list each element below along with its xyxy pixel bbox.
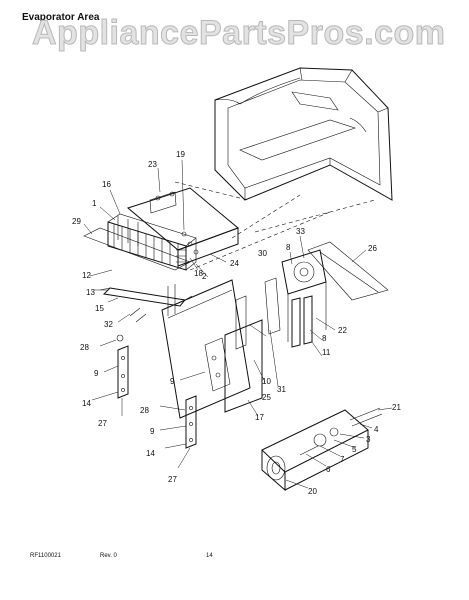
callout-2: 2 (202, 272, 207, 281)
drain-trough (83, 227, 191, 271)
callout-26: 26 (368, 244, 377, 253)
callout-9b: 9 (170, 377, 175, 386)
footer-rev: Rev. 0 (100, 553, 118, 559)
evaporator-coil (107, 213, 197, 271)
side-bracket-lower (185, 395, 197, 449)
callout-13: 13 (86, 288, 95, 297)
callout-22: 22 (338, 326, 347, 335)
callout-32: 32 (104, 320, 113, 329)
callout-19: 19 (176, 150, 185, 159)
small-hardware (116, 231, 199, 342)
callout-3: 3 (366, 435, 371, 444)
callout-23: 23 (148, 160, 157, 169)
callout-7: 7 (340, 455, 345, 464)
callout-33: 33 (296, 227, 305, 236)
callout-14b: 14 (146, 449, 155, 458)
callout-25: 25 (262, 393, 271, 402)
callout-18: 18 (194, 269, 203, 278)
footer: RF1100021 Rev. 0 14 (30, 553, 213, 559)
callout-30: 30 (258, 249, 267, 258)
callout-10: 10 (262, 377, 271, 386)
callout-4: 4 (374, 425, 379, 434)
callout-8b: 8 (322, 334, 327, 343)
watermark: AppliancePartsPros.com (32, 14, 445, 52)
evaporator-back-panel (161, 279, 251, 419)
callout-leaders (83, 159, 393, 489)
callout-14a: 14 (82, 399, 91, 408)
callout-29: 29 (72, 217, 81, 226)
fan-housing (261, 407, 383, 492)
fan-motor-assembly (281, 249, 327, 348)
callout-9c: 9 (150, 427, 155, 436)
callout-31: 31 (277, 385, 286, 394)
callout-20: 20 (308, 487, 317, 496)
callout-15: 15 (95, 304, 104, 313)
footer-page: 14 (206, 553, 213, 559)
callout-24: 24 (230, 259, 239, 268)
callout-9a: 9 (94, 369, 99, 378)
side-bracket-upper (117, 345, 129, 399)
callout-1: 1 (92, 199, 97, 208)
freezer-cabinet (214, 67, 393, 201)
callout-28a: 28 (80, 343, 89, 352)
callout-11: 11 (322, 348, 331, 357)
callout-6: 6 (326, 465, 331, 474)
diagram-title: Evaporator Area (22, 12, 100, 23)
air-duct (224, 277, 281, 413)
callout-17: 17 (255, 413, 264, 422)
callout-28b: 28 (140, 406, 149, 415)
footer-code: RF1100021 (30, 553, 62, 559)
callout-16: 16 (102, 180, 111, 189)
callout-labels: 1 2 3 4 5 6 7 8 8 9 9 9 10 11 12 13 14 1… (72, 150, 401, 496)
callout-21: 21 (392, 403, 401, 412)
callout-12: 12 (82, 271, 91, 280)
callout-5: 5 (352, 445, 357, 454)
projection-lines (174, 181, 376, 271)
callout-8a: 8 (286, 243, 291, 252)
callout-27b: 27 (168, 475, 177, 484)
evaporator-floor (307, 241, 389, 301)
callout-27a: 27 (98, 419, 107, 428)
